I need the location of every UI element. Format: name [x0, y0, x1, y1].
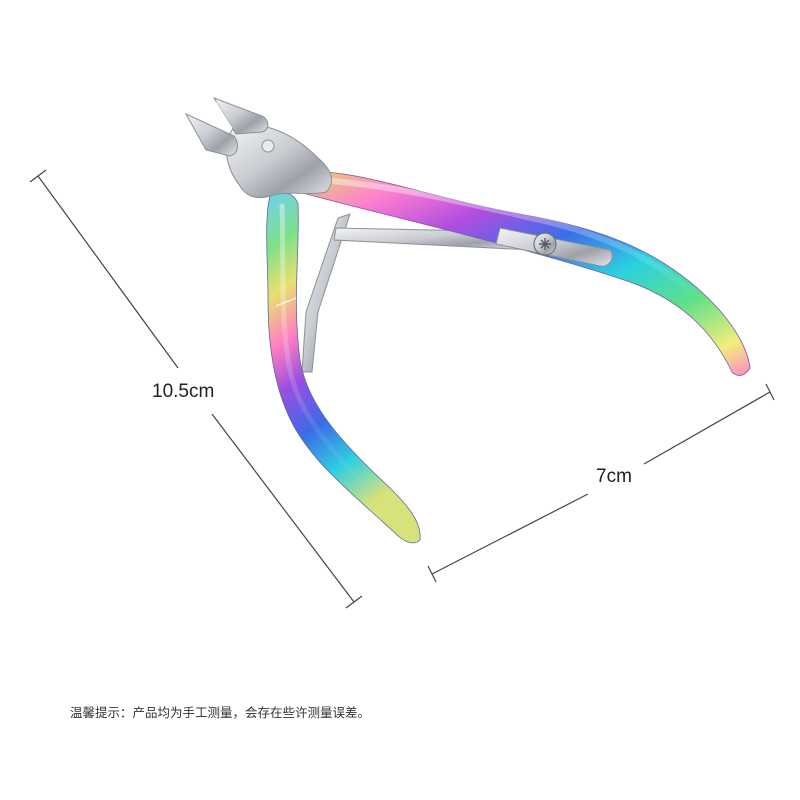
right-handle [299, 171, 751, 376]
lower-jaw [184, 112, 238, 157]
width-dimension-line [427, 383, 775, 583]
width-dimension-label: 7cm [592, 466, 636, 488]
cuticle-nipper [184, 97, 751, 544]
measurement-note: 温馨提示：产品均为手工测量，会存在些许测量误差。 [70, 705, 371, 720]
joint-body [226, 124, 333, 199]
spring-arm [301, 213, 351, 373]
height-dimension-label: 10.5cm [148, 381, 219, 403]
height-dimension-line [29, 169, 363, 609]
upper-jaw [212, 97, 269, 135]
